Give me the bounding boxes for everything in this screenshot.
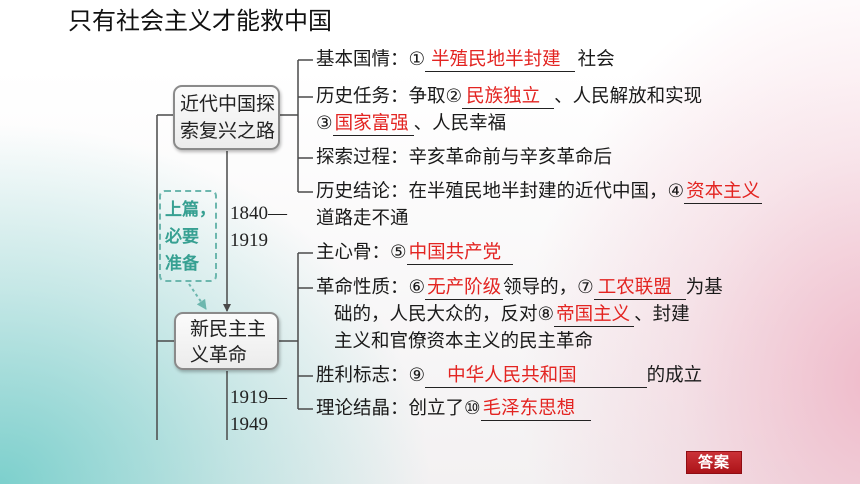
period-start: 1840— — [230, 203, 287, 224]
branch-suffix-text: 的成立 — [646, 365, 703, 386]
branch-suffix-text: 、人民幸福 — [413, 113, 507, 134]
branch-label-text: 基本国情：① — [316, 49, 426, 70]
node-label-line: 新民主主 — [190, 318, 267, 340]
period-label-1919-1949: 1919— 1949 — [230, 384, 287, 438]
branch-suffix-text: 社会 — [577, 49, 615, 70]
side-note-dashed-arrow — [188, 283, 207, 310]
branch-label-text: 道路走不通 — [316, 208, 409, 229]
answer-blank-2: 民族独立 — [462, 85, 555, 109]
period-start: 1919— — [230, 387, 287, 408]
branch-label-text: 革命性质：⑥ — [316, 277, 426, 298]
period-end: 1919 — [230, 230, 268, 251]
branch-label-text: 主义和官僚资本主义的民主革命 — [334, 331, 594, 352]
node-label-line: 义革命 — [190, 344, 248, 366]
side-note-line: 上篇， — [165, 200, 216, 220]
branch-label-text: 础的，人民大众的，反对⑧ — [334, 304, 555, 325]
answer-blank-7: 工农联盟 — [593, 276, 686, 300]
node-new-democratic-revolution: 新民主主 义革命 — [174, 312, 279, 370]
branch-label-text: ③ — [316, 113, 333, 134]
side-note-line: 准备 — [165, 254, 199, 274]
branch-label-text: 历史任务：争取② — [316, 86, 463, 107]
branch-suffix-text: 、人民解放和实现 — [554, 86, 703, 107]
branch-label-text: 历史结论：在半殖民地半封建的近代中国，④ — [316, 181, 685, 202]
branch-label-text: 主心骨：⑤ — [316, 242, 407, 263]
node-modern-china-revival: 近代中国探 索复兴之路 — [173, 85, 280, 150]
branch-label-text: 胜利标志：⑨ — [316, 365, 426, 386]
page-title: 只有社会主义才能救中国 — [68, 7, 332, 35]
answer-button[interactable]: 答案 — [686, 451, 742, 474]
answer-blank-10: 毛泽东思想 — [480, 397, 592, 421]
side-note-line: 必要 — [165, 227, 199, 247]
branch-middle-text: 领导的，⑦ — [503, 277, 594, 298]
period-label-1840-1919: 1840— 1919 — [230, 200, 287, 254]
branch-suffix-text: 、封建 — [634, 304, 690, 325]
node-label-line: 索复兴之路 — [180, 120, 276, 142]
branch-revolution-nature-continued-2: 主义和官僚资本主义的民主革命 — [334, 330, 593, 354]
branch-suffix-text: 为基 — [685, 277, 723, 298]
branch-label-text: 理论结晶：创立了⑩ — [316, 398, 481, 419]
answer-blank-3: 国家富强 — [332, 112, 414, 136]
answer-blank-4: 资本主义 — [684, 181, 763, 204]
node-label-line: 近代中国探 — [180, 93, 276, 115]
period-end: 1949 — [230, 414, 268, 435]
answer-blank-8: 帝国主义 — [554, 303, 635, 327]
branch-label-text: 探索过程：辛亥革命前与辛亥革命后 — [316, 147, 613, 168]
answer-blank-6: 无产阶级 — [425, 277, 504, 300]
answer-blank-1: 半殖民地半封建 — [425, 48, 575, 72]
answer-blank-5: 中国共产党 — [406, 241, 514, 265]
side-note-box: 上篇， 必要 准备 — [159, 190, 217, 282]
answer-blank-9: 中华人民共和国 — [425, 364, 647, 388]
branch-exploration-process: 探索过程：辛亥革命前与辛亥革命后 — [316, 146, 612, 170]
branch-historical-conclusion-continued: 道路走不通 — [316, 207, 409, 231]
